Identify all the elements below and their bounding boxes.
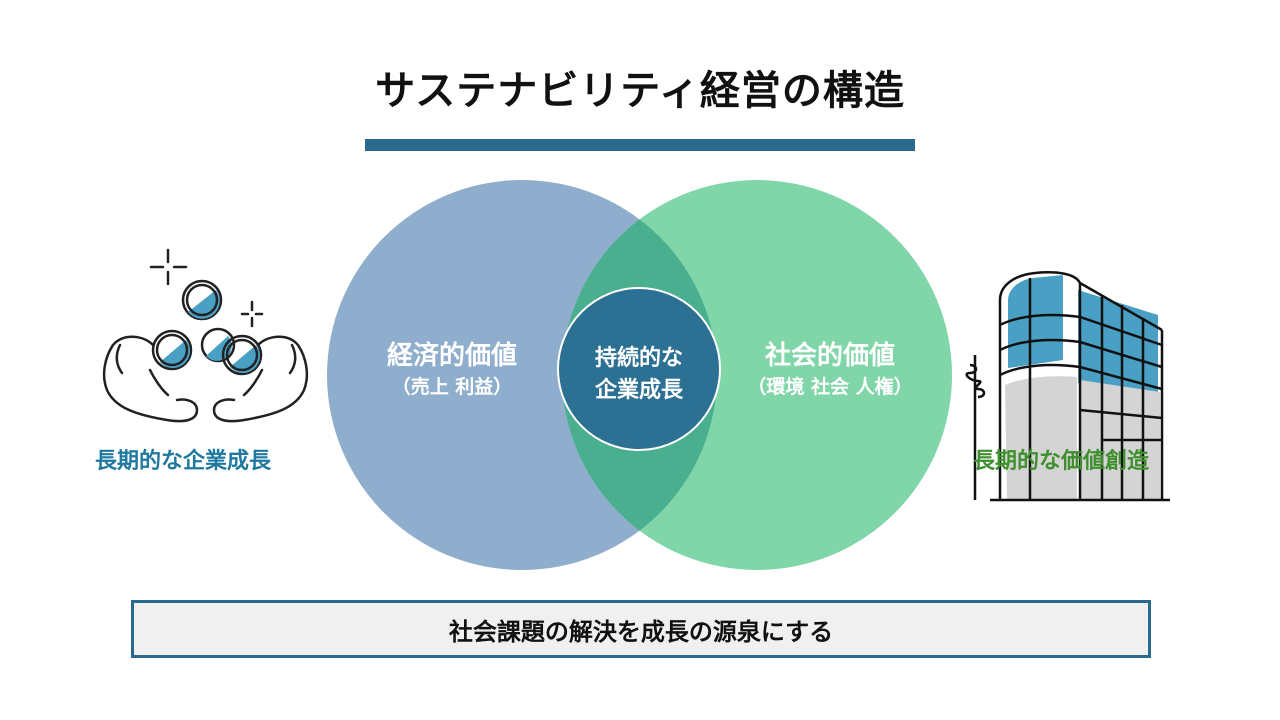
hands-coins-icon (102, 248, 309, 423)
sustainable-growth-circle (557, 287, 721, 451)
economic-value-subtitle: （売上 利益） (391, 376, 513, 398)
overlap-lens (562, 180, 717, 570)
page-title: サステナビリティ経営の構造 (375, 68, 905, 114)
center-label-line1: 持続的な (594, 346, 683, 371)
title-underline (365, 139, 915, 151)
left-caption: 長期的な企業成長 (95, 449, 272, 474)
social-value-subtitle: （環境 社会 人権） (747, 376, 913, 398)
center-label-line2: 企業成長 (594, 378, 683, 403)
social-value-title: 社会的価値 (764, 341, 895, 371)
tagline-text: 社会課題の解決を成長の源泉にする (448, 617, 834, 646)
economic-value-title: 経済的価値 (386, 341, 517, 371)
office-building-icon (965, 271, 1170, 502)
tagline-box: 社会課題の解決を成長の源泉にする (131, 600, 1151, 658)
right-caption: 長期的な価値創造 (973, 449, 1150, 474)
